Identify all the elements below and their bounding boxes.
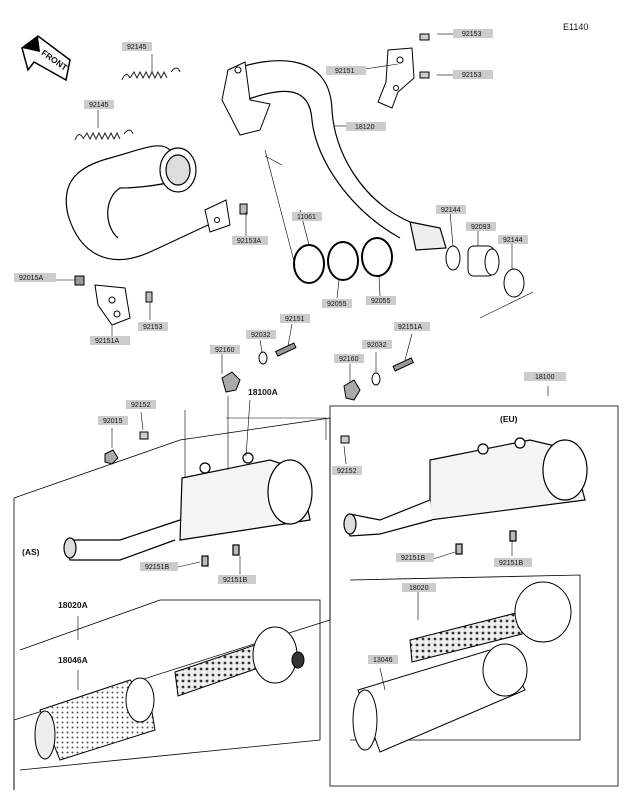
part-number: 92160 <box>339 356 359 363</box>
part-number: 92151B <box>223 577 247 584</box>
label-92055a: 92055 <box>322 299 352 308</box>
label-92153d: 92153 <box>138 322 168 331</box>
label-92151b2: 92151B <box>218 575 256 584</box>
label-18020: 18020 <box>402 583 436 592</box>
part-number: 92151 <box>285 316 305 323</box>
region-eu-outline <box>329 405 619 787</box>
bolt-92153-top <box>419 33 430 79</box>
part-number: 92152 <box>131 402 151 409</box>
part-number: 13046 <box>373 657 393 664</box>
label-92151: 92151 <box>326 66 366 75</box>
part-number: 92151 <box>335 68 355 75</box>
exhaust-header-pipe <box>65 60 447 261</box>
label-92151b1: 92151B <box>140 562 178 571</box>
as-internals-box <box>19 599 321 771</box>
label-18100: 18100 <box>524 372 566 381</box>
label-18020a: 18020A <box>58 600 88 610</box>
part-number: 92144 <box>441 207 461 214</box>
part-number: 92093 <box>471 224 491 231</box>
label-92153c: 92153A <box>232 236 268 245</box>
eu-internals-box <box>349 574 581 741</box>
region-eu-label: (EU) <box>500 414 518 424</box>
part-number: 18100 <box>535 374 555 381</box>
rear-bracket <box>74 275 153 326</box>
label-92152a: 92152 <box>126 400 156 409</box>
part-number: 92160 <box>215 347 235 354</box>
muffler-eu <box>343 437 588 555</box>
label-92160a: 92160 <box>210 345 240 354</box>
packing-as <box>34 677 156 761</box>
label-92153a: 92153 <box>453 29 493 38</box>
label-92032a: 92032 <box>246 330 276 339</box>
part-number: 92151A <box>95 338 119 345</box>
part-number: 18046A <box>58 655 88 665</box>
label-92151b4: 92151B <box>494 558 532 567</box>
part-number: 92145 <box>89 102 109 109</box>
part-number: 92144 <box>503 237 523 244</box>
mid-bracket <box>204 199 248 233</box>
muffler-as <box>63 452 313 567</box>
diagram-code: E1140 <box>563 22 588 32</box>
spring-upper <box>121 67 181 81</box>
part-number: 92151B <box>145 564 169 571</box>
label-92151b3: 92151B <box>396 553 434 562</box>
part-number: 92055 <box>327 301 347 308</box>
mid-fasteners <box>104 342 414 465</box>
part-number: 18100A <box>248 387 278 397</box>
label-92015a: 92015A <box>14 273 56 282</box>
label-92160b: 92160 <box>334 354 364 363</box>
silencer-core-as <box>174 626 305 697</box>
label-18100a: 18100A <box>248 387 278 397</box>
part-number: 92145 <box>127 44 147 51</box>
part-number: 92055 <box>371 298 391 305</box>
part-number: 92015A <box>19 275 43 282</box>
part-number: 92015 <box>103 418 123 425</box>
part-number: 92032 <box>251 332 271 339</box>
part-number: 92153A <box>237 238 261 245</box>
label-18120: 18120 <box>346 122 386 131</box>
part-number: 11061 <box>297 214 316 221</box>
label-92151a1: 92151A <box>90 336 130 345</box>
label-92144b: 92144 <box>498 235 528 244</box>
part-number: 92032 <box>367 342 387 349</box>
label-92093: 92093 <box>466 222 496 231</box>
label-11061: 11061 <box>292 212 322 221</box>
label-13046: 13046 <box>368 655 398 664</box>
part-number: 92151B <box>401 555 425 562</box>
label-92145b: 92145 <box>84 100 114 109</box>
label-92144a: 92144 <box>436 205 466 214</box>
upper-mount-bracket <box>377 47 415 109</box>
part-number: 18020A <box>58 600 88 610</box>
part-number: 92153 <box>143 324 163 331</box>
pipe-joint-rings <box>445 245 525 298</box>
spring-lower <box>74 129 134 141</box>
silencer-core-eu <box>409 581 572 663</box>
label-92015: 92015 <box>98 416 128 425</box>
region-as-label: (AS) <box>22 547 40 557</box>
label-92151b: 92151 <box>280 314 310 323</box>
part-number: 92151B <box>499 560 523 567</box>
hanger-bracket <box>221 61 271 136</box>
label-92145a: 92145 <box>122 42 152 51</box>
label-92055b: 92055 <box>366 296 396 305</box>
leader-lines-lower <box>77 323 549 691</box>
part-number: 92152 <box>337 468 357 475</box>
label-92151a2: 92151A <box>394 322 430 331</box>
label-92032b: 92032 <box>362 340 392 349</box>
label-18046a: 18046A <box>58 655 88 665</box>
part-number: 92151A <box>398 324 422 331</box>
packing-eu <box>352 643 528 753</box>
part-number: 92153 <box>462 31 482 38</box>
front-arrow-icon: FRONT <box>21 35 71 82</box>
part-number: 18020 <box>409 585 429 592</box>
label-92152b: 92152 <box>332 466 362 475</box>
label-92153b: 92153 <box>453 70 493 79</box>
part-number: 18120 <box>355 124 375 131</box>
part-labels: 92145 92145 92153 92151 92153 18120 1106… <box>14 29 566 665</box>
part-number: 92153 <box>462 72 482 79</box>
